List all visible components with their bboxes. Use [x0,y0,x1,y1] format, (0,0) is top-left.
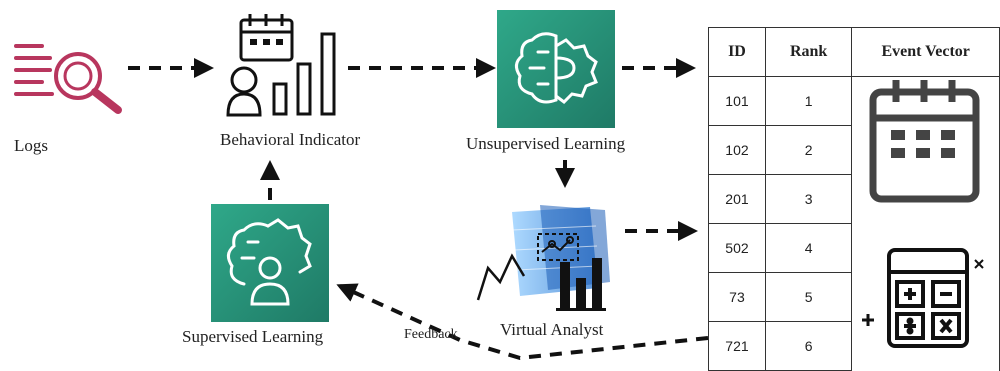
logs-label: Logs [14,136,48,155]
unsupervised-learning-label: Unsupervised Learning [466,134,626,153]
table-row: 201 3 [708,174,1000,224]
cell-id: 73 [708,272,766,322]
feedback-label: Feedback [404,327,458,342]
cell-event-vector [851,321,1000,371]
event-table: ID Rank Event Vector 101 1 102 2 201 3 5… [708,27,1000,371]
cell-rank: 3 [764,174,853,224]
cell-event-vector [851,174,1000,224]
logs-search-icon [14,44,122,114]
cell-event-vector [851,76,1000,126]
cell-rank: 1 [764,76,853,126]
table-row: 73 5 [708,272,1000,322]
brain-gear-user-icon [211,204,329,322]
virtual-analyst-icon [476,205,610,311]
cell-rank: 2 [764,125,853,175]
edges [128,58,709,361]
column-header-rank: Rank [764,27,853,77]
virtual-analyst-label: Virtual Analyst [500,320,604,339]
cell-event-vector [851,223,1000,273]
cell-rank: 6 [764,321,853,371]
table-row: 502 4 [708,223,1000,273]
behavioral-indicator-label: Behavioral Indicator [220,130,361,149]
cell-event-vector [851,125,1000,175]
column-header-id: ID [708,27,766,77]
behavioral-indicator-icon [226,14,336,117]
edge-feedback [336,283,709,361]
cell-rank: 4 [764,223,853,273]
brain-gear-icon [497,10,615,128]
table-row: 101 1 [708,76,1000,126]
cell-rank: 5 [764,272,853,322]
column-header-event-vector: Event Vector [851,27,1000,77]
table-row: 721 6 [708,321,1000,371]
cell-id: 201 [708,174,766,224]
supervised-learning-label: Supervised Learning [182,327,324,346]
cell-event-vector [851,272,1000,322]
cell-id: 102 [708,125,766,175]
table-row: 102 2 [708,125,1000,175]
table-header-row: ID Rank Event Vector [708,27,1000,77]
cell-id: 502 [708,223,766,273]
cell-id: 101 [708,76,766,126]
cell-id: 721 [708,321,766,371]
